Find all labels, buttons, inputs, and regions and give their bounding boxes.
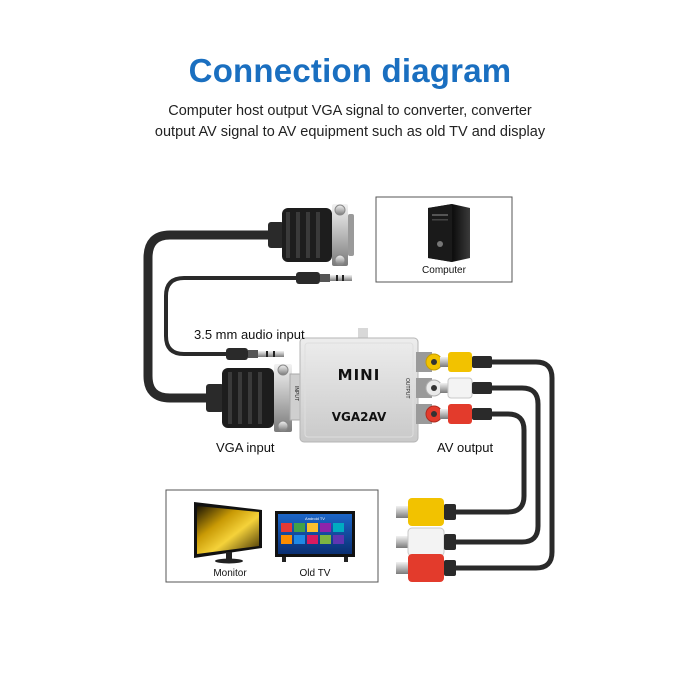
rca-plug-red-bottom [396, 554, 456, 582]
subtitle-line-1: Computer host output VGA signal to conve… [168, 103, 532, 119]
old-tv-image: Android TV [275, 511, 355, 562]
monitor-image [194, 502, 262, 564]
monitor-label: Monitor [213, 568, 247, 579]
subtitle-line-2: output AV signal to AV equipment such as… [154, 124, 546, 140]
device-model: VGA2AV [331, 410, 387, 424]
audio-jack-bottom [226, 348, 284, 360]
vga-input-label: VGA input [216, 440, 275, 455]
tv-screen-title: Android TV [305, 516, 325, 521]
computer-label: Computer [422, 265, 466, 276]
rca-plug-yellow-top [440, 352, 492, 372]
vga-cable [143, 230, 281, 403]
converter-box [289, 328, 419, 443]
audio-input-label: 3.5 mm audio input [194, 327, 305, 342]
rca-cable-yellow [452, 359, 555, 571]
vga-connector-bottom [206, 364, 292, 432]
rca-cable-red [452, 411, 527, 515]
rca-plug-red-top [440, 404, 492, 424]
rca-plug-white-top [440, 377, 492, 399]
rca-sockets [416, 352, 443, 424]
device-input-port-label: INPUT [293, 386, 299, 401]
audio-jack-top [296, 272, 352, 284]
av-output-label: AV output [437, 440, 494, 455]
rca-plug-white-bottom [396, 527, 456, 557]
device-brand: MINI [337, 366, 381, 384]
audio-cable [164, 276, 302, 356]
old-tv-label: Old TV [299, 568, 331, 579]
vga-connector-top [268, 204, 354, 266]
computer-tower-image [428, 204, 470, 262]
rca-cable-white [452, 385, 541, 545]
rca-plug-yellow-bottom [396, 498, 456, 526]
device-output-port-label: OUTPUT [404, 378, 410, 399]
diagram-title: Connection diagram [188, 52, 512, 89]
